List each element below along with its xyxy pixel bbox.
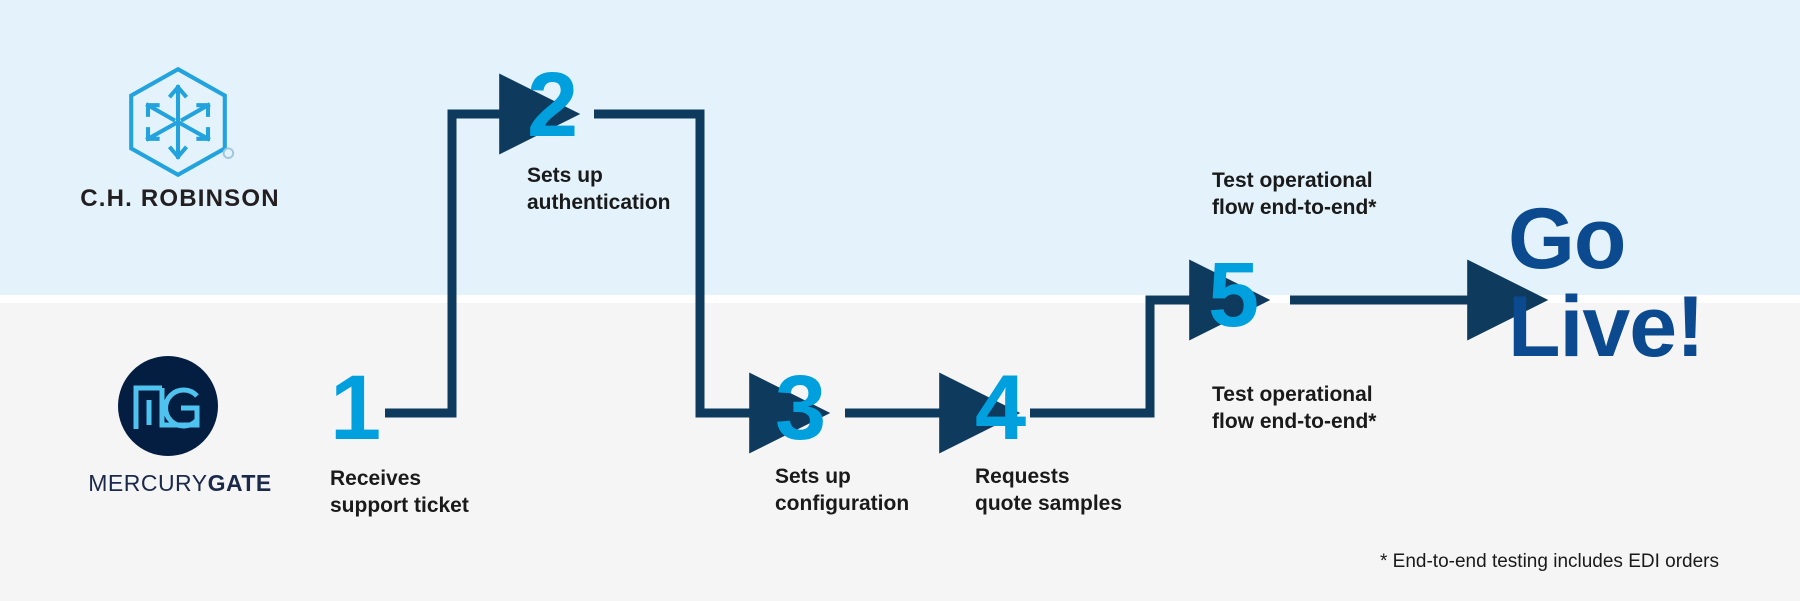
top-lane-band (0, 0, 1800, 295)
step-4[interactable]: 4 Requests quote samples (975, 357, 1225, 518)
step-4-number: 4 (975, 357, 1026, 459)
step-3[interactable]: 3 Sets up configuration (775, 357, 1005, 518)
step-1-label: Receives support ticket (330, 467, 469, 518)
step-2[interactable]: 2 Sets up authentication (527, 54, 767, 217)
step-2-label: Sets up authentication (527, 164, 671, 215)
step-4-label: Requests quote samples (975, 465, 1123, 516)
step-3-number: 3 (775, 357, 826, 459)
footnote: * End-to-end testing includes EDI orders (1380, 551, 1720, 572)
step-5[interactable]: 5 (1208, 244, 1259, 346)
mercurygate-wordmark-part2: GATE (207, 470, 272, 496)
connector-2-to-3 (594, 109, 831, 454)
mercurygate-logo-badge (118, 356, 218, 456)
step-3-label: Sets up configuration (775, 465, 910, 516)
mg-monogram-icon (133, 385, 200, 429)
ch-robinson-wordmark: C.H. ROBINSON (80, 185, 280, 212)
connector-4-to-5 (1030, 259, 1271, 418)
step-5-number: 5 (1208, 244, 1259, 346)
step-1[interactable]: 1 Receives support ticket (330, 357, 560, 520)
step-2-number: 2 (527, 54, 578, 156)
mercurygate-wordmark-part1: MERCURY (88, 470, 208, 496)
go-live-outcome: Go Live! (1508, 191, 1705, 375)
step-5-label-top: Test operational flow end-to-end* (1212, 169, 1377, 219)
step-5-label-bottom: Test operational flow end-to-end* (1212, 383, 1377, 433)
step-1-number: 1 (330, 357, 381, 459)
lane-divider (0, 295, 1800, 303)
mercurygate-wordmark: MERCURYGATE (40, 470, 320, 497)
ch-robinson-logo-icon (129, 66, 235, 178)
bottom-lane-band (0, 303, 1800, 601)
connector-1-to-2 (385, 73, 581, 418)
